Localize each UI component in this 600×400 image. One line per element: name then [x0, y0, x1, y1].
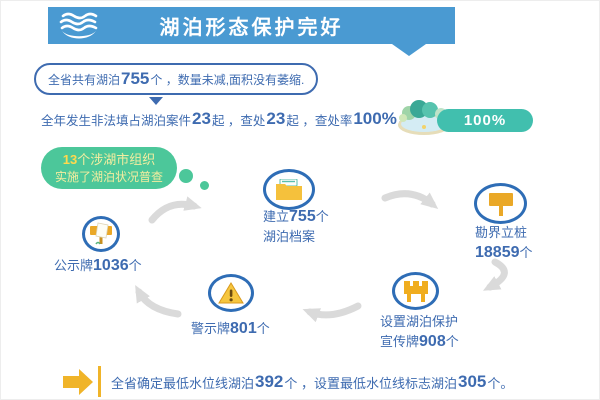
notice-count: 1036: [93, 257, 129, 274]
case-text: 起 ，查处: [211, 113, 266, 128]
badge-count: 755: [121, 69, 150, 88]
arrow-publicity-to-warning: [302, 302, 362, 323]
publicity-label-text: 个: [445, 334, 459, 349]
boundary-label-text: 勘界立桩: [475, 225, 528, 240]
warning-node-label: 警示牌801个: [191, 319, 270, 339]
bubble-dot-small: [200, 181, 209, 190]
badge-pointer-triangle: [149, 97, 163, 105]
bottom-text: 个 ，设置最低水位线标志湖泊: [284, 375, 458, 391]
page-title: 湖泊形态保护完好: [159, 17, 344, 39]
survey-line1-text: 个涉湖市组织: [77, 151, 156, 167]
handle-rate: 100%: [353, 109, 397, 128]
survey-bubble-line2: 实施了湖泊状况普查: [54, 169, 163, 184]
waterline-sign-count: 305: [458, 372, 487, 391]
case-count: 23: [192, 109, 211, 128]
arrow-notice-to-archive: [148, 196, 202, 224]
arrow-archive-to-boundary: [381, 190, 439, 210]
bottom-summary-line: 全省确定最低水位线湖泊 392 个 ，设置最低水位线标志湖泊 305 个。: [111, 369, 513, 395]
case-text: 全年发生非法填占湖泊案件: [41, 113, 192, 128]
banner-pointer-triangle: [392, 44, 426, 56]
publicity-node-circle: [392, 272, 439, 310]
notice-board-icon: [90, 222, 112, 245]
archive-label-text: 建立: [263, 209, 290, 224]
archive-label-text: 个: [315, 209, 329, 224]
warning-triangle-icon: [218, 281, 244, 303]
publicity-label-text: 宣传牌: [380, 334, 420, 349]
publicity-label-text: 设置湖泊保护: [380, 314, 459, 329]
archive-label-text: 湖泊档案: [263, 229, 316, 244]
arrow-boundary-to-publicity: [482, 258, 508, 291]
warning-label-text: 个: [256, 321, 270, 336]
badge-text-suffix: 个 ，数量未减,面积没有萎缩.: [150, 72, 305, 87]
bottom-text: 全省确定最低水位线湖泊: [111, 375, 255, 391]
arrow-right-icon: [63, 369, 93, 395]
survey-city-count: 13: [62, 151, 78, 167]
handled-count: 23: [266, 109, 286, 128]
notice-label-text: 公示牌: [54, 258, 94, 273]
waterline-lake-count: 392: [255, 372, 284, 391]
case-text: 起 ，查处率: [286, 113, 353, 128]
rate-pill: 100%: [437, 109, 533, 132]
notice-label-text: 个: [128, 258, 142, 273]
boundary-label-text: 个: [519, 245, 533, 260]
warning-node-circle: [208, 274, 254, 312]
notice-node-circle: [82, 216, 120, 252]
archive-count: 755: [289, 208, 316, 225]
survey-bubble-line1: 13个涉湖市组织: [63, 151, 155, 169]
header-banner: 湖泊形态保护完好: [48, 7, 455, 44]
notice-node-label: 公示牌1036个: [54, 256, 142, 276]
case-statistics-line: 全年发生非法填占湖泊案件 23 起 ，查处 23 起 ，查处率 100% .: [41, 105, 401, 133]
survey-bubble: 13个涉湖市组织 实施了湖泊状况普查: [41, 147, 177, 189]
archive-node-circle: [263, 169, 315, 210]
folder-icon: [276, 178, 302, 200]
boundary-node-circle: [474, 183, 527, 224]
wave-lake-icon: [59, 12, 98, 39]
boundary-stake-icon: [488, 192, 513, 216]
boundary-node-label: 勘界立桩 18859个: [475, 223, 533, 263]
bubble-dot-large: [179, 169, 193, 183]
archive-node-label: 建立755个 湖泊档案: [263, 207, 329, 247]
publicity-count: 908: [419, 333, 446, 350]
badge-text-prefix: 全省共有湖泊: [48, 72, 121, 87]
boundary-count: 18859: [475, 244, 520, 261]
bottom-divider-bar: [98, 366, 101, 397]
arrow-warning-to-notice: [135, 285, 182, 318]
warning-count: 801: [230, 320, 257, 337]
rate-pill-label: 100%: [463, 112, 507, 129]
publicity-board-icon: [403, 280, 428, 302]
warning-label-text: 警示牌: [191, 321, 231, 336]
publicity-node-label: 设置湖泊保护 宣传牌908个: [380, 312, 459, 352]
lake-count-badge: 全省共有湖泊 755 个 ，数量未减,面积没有萎缩.: [34, 63, 319, 95]
bottom-text: 个。: [487, 375, 514, 391]
